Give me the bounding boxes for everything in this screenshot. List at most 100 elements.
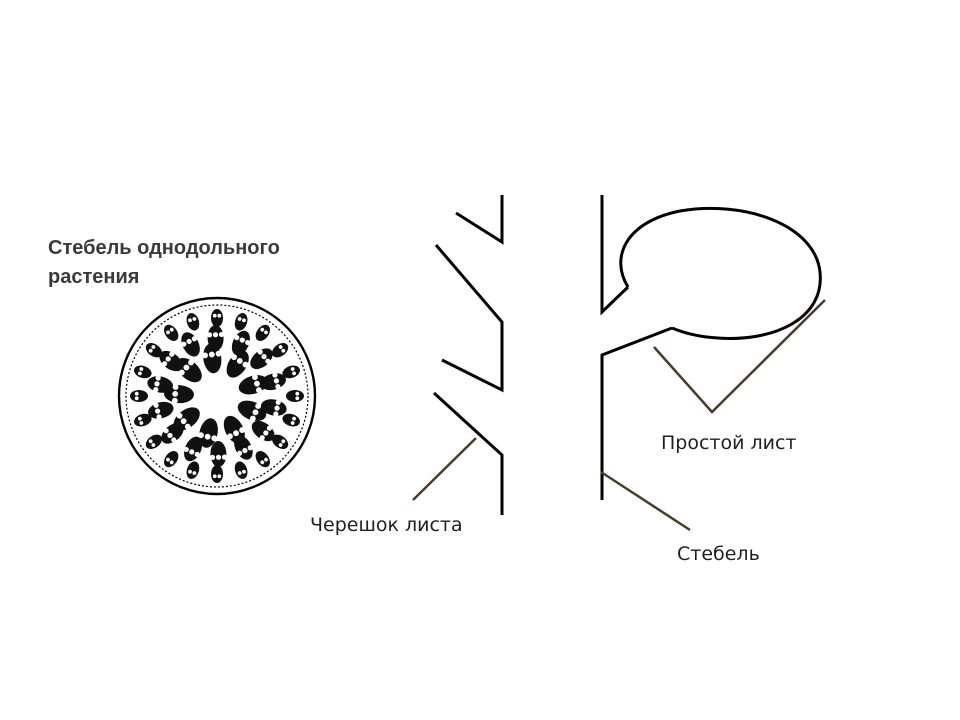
vessel-pore	[242, 318, 246, 323]
vascular-bundle-body	[255, 324, 270, 341]
vessel-pore	[194, 451, 200, 457]
vascular-bundle	[183, 436, 203, 462]
vessel-pore	[151, 345, 156, 349]
vessel-pore	[138, 371, 142, 376]
vascular-bundle	[209, 441, 228, 467]
vascular-bundle	[134, 413, 152, 427]
vessel-pore	[165, 356, 171, 362]
vascular-bundle	[234, 313, 248, 331]
vessel-pore	[166, 330, 170, 335]
vessel-pore	[217, 474, 222, 479]
simple-leaf-stem-upper	[600, 195, 630, 316]
vascular-bundle-body	[234, 461, 248, 479]
vessel-pore	[208, 351, 215, 358]
vascular-bundle-body	[186, 461, 200, 479]
vessel-pore	[257, 349, 263, 355]
vessel-pore	[172, 384, 179, 391]
vessel-pore	[259, 435, 265, 441]
vessel-pore	[237, 471, 242, 475]
vascular-bundle	[238, 374, 268, 395]
vascular-bundle-body	[282, 413, 300, 427]
vessel-pore	[169, 351, 175, 357]
vessel-pore	[233, 430, 239, 437]
vessel-pore	[163, 428, 169, 434]
vessel-pore	[212, 332, 219, 338]
vessel-pore	[212, 313, 217, 318]
vessel-pore	[166, 457, 170, 462]
vascular-bundle-body	[255, 451, 270, 468]
vessel-pore	[171, 437, 177, 443]
vascular-bundle	[234, 461, 248, 479]
vessel-pore	[134, 391, 139, 396]
vessel-pore	[153, 387, 159, 393]
vascular-bundle	[255, 324, 270, 341]
vessel-pore	[176, 412, 183, 419]
vessel-pore	[263, 430, 269, 436]
vessel-pore	[154, 381, 160, 387]
vessel-pore	[188, 359, 194, 366]
vessel-pore	[242, 447, 248, 454]
vessel-pore	[236, 358, 243, 364]
vessel-pore	[242, 469, 246, 474]
vessel-pore	[247, 445, 253, 451]
vessel-pore	[227, 433, 233, 440]
vascular-bundle-body	[134, 365, 152, 379]
vessel-pore	[183, 446, 189, 453]
vascular-bundle	[186, 461, 200, 479]
vascular-bundle	[159, 350, 183, 372]
vessel-pore	[148, 439, 153, 444]
vessel-pore	[278, 443, 283, 447]
vessel-pore	[260, 327, 265, 332]
vascular-bundle-body	[130, 390, 148, 402]
vascular-bundle	[164, 384, 194, 404]
vessel-pore	[295, 396, 300, 401]
simple-leaf-stem-lower	[600, 326, 673, 500]
vascular-bundle	[134, 365, 152, 379]
vascular-bundle	[260, 372, 286, 391]
vessel-pore	[186, 338, 192, 345]
vessel-pore	[278, 345, 283, 349]
vascular-bundle-body	[272, 343, 289, 358]
vessel-pore	[172, 391, 179, 397]
vascular-bundle	[250, 348, 273, 370]
cross-section-epidermis	[125, 304, 309, 488]
vascular-bundle	[145, 434, 162, 449]
vessel-pore	[218, 331, 225, 338]
vessel-pore	[169, 460, 174, 465]
vessel-pore	[260, 460, 265, 465]
vessel-pore	[275, 384, 281, 390]
vascular-bundle	[237, 400, 267, 422]
vessel-pore	[217, 313, 222, 318]
vessel-pore	[234, 335, 240, 341]
vessel-pore	[264, 457, 268, 462]
vascular-bundle	[145, 343, 162, 358]
vessel-pore	[178, 369, 185, 376]
label-petiole: Черешок листа	[310, 514, 463, 536]
vascular-bundle	[173, 407, 200, 431]
vascular-bundle-body	[211, 309, 223, 327]
vascular-bundle	[255, 451, 270, 468]
vessel-pore	[264, 330, 268, 335]
vascular-bundle	[260, 399, 287, 417]
vessel-pore	[212, 474, 217, 479]
vascular-bundle	[211, 309, 223, 327]
simple-leaf-leader-line	[653, 299, 826, 414]
vessel-pore	[198, 432, 204, 439]
simple-leaf-blade	[619, 206, 822, 340]
vessel-pore	[202, 352, 208, 359]
petiole-leaf-sketch	[432, 195, 504, 515]
vascular-bundle	[272, 343, 289, 358]
monocot-stem-cross-section	[117, 296, 317, 496]
vessel-pore	[256, 387, 262, 394]
vessel-pore	[181, 341, 187, 347]
vessel-pore	[237, 317, 242, 321]
vascular-bundle	[164, 451, 179, 468]
vascular-bundle-body	[164, 324, 179, 341]
vessel-pore	[272, 372, 278, 378]
vascular-bundle-body	[134, 413, 152, 427]
leader-lines	[412, 299, 826, 532]
vascular-bundle	[148, 401, 174, 420]
vascular-bundle	[130, 390, 148, 402]
